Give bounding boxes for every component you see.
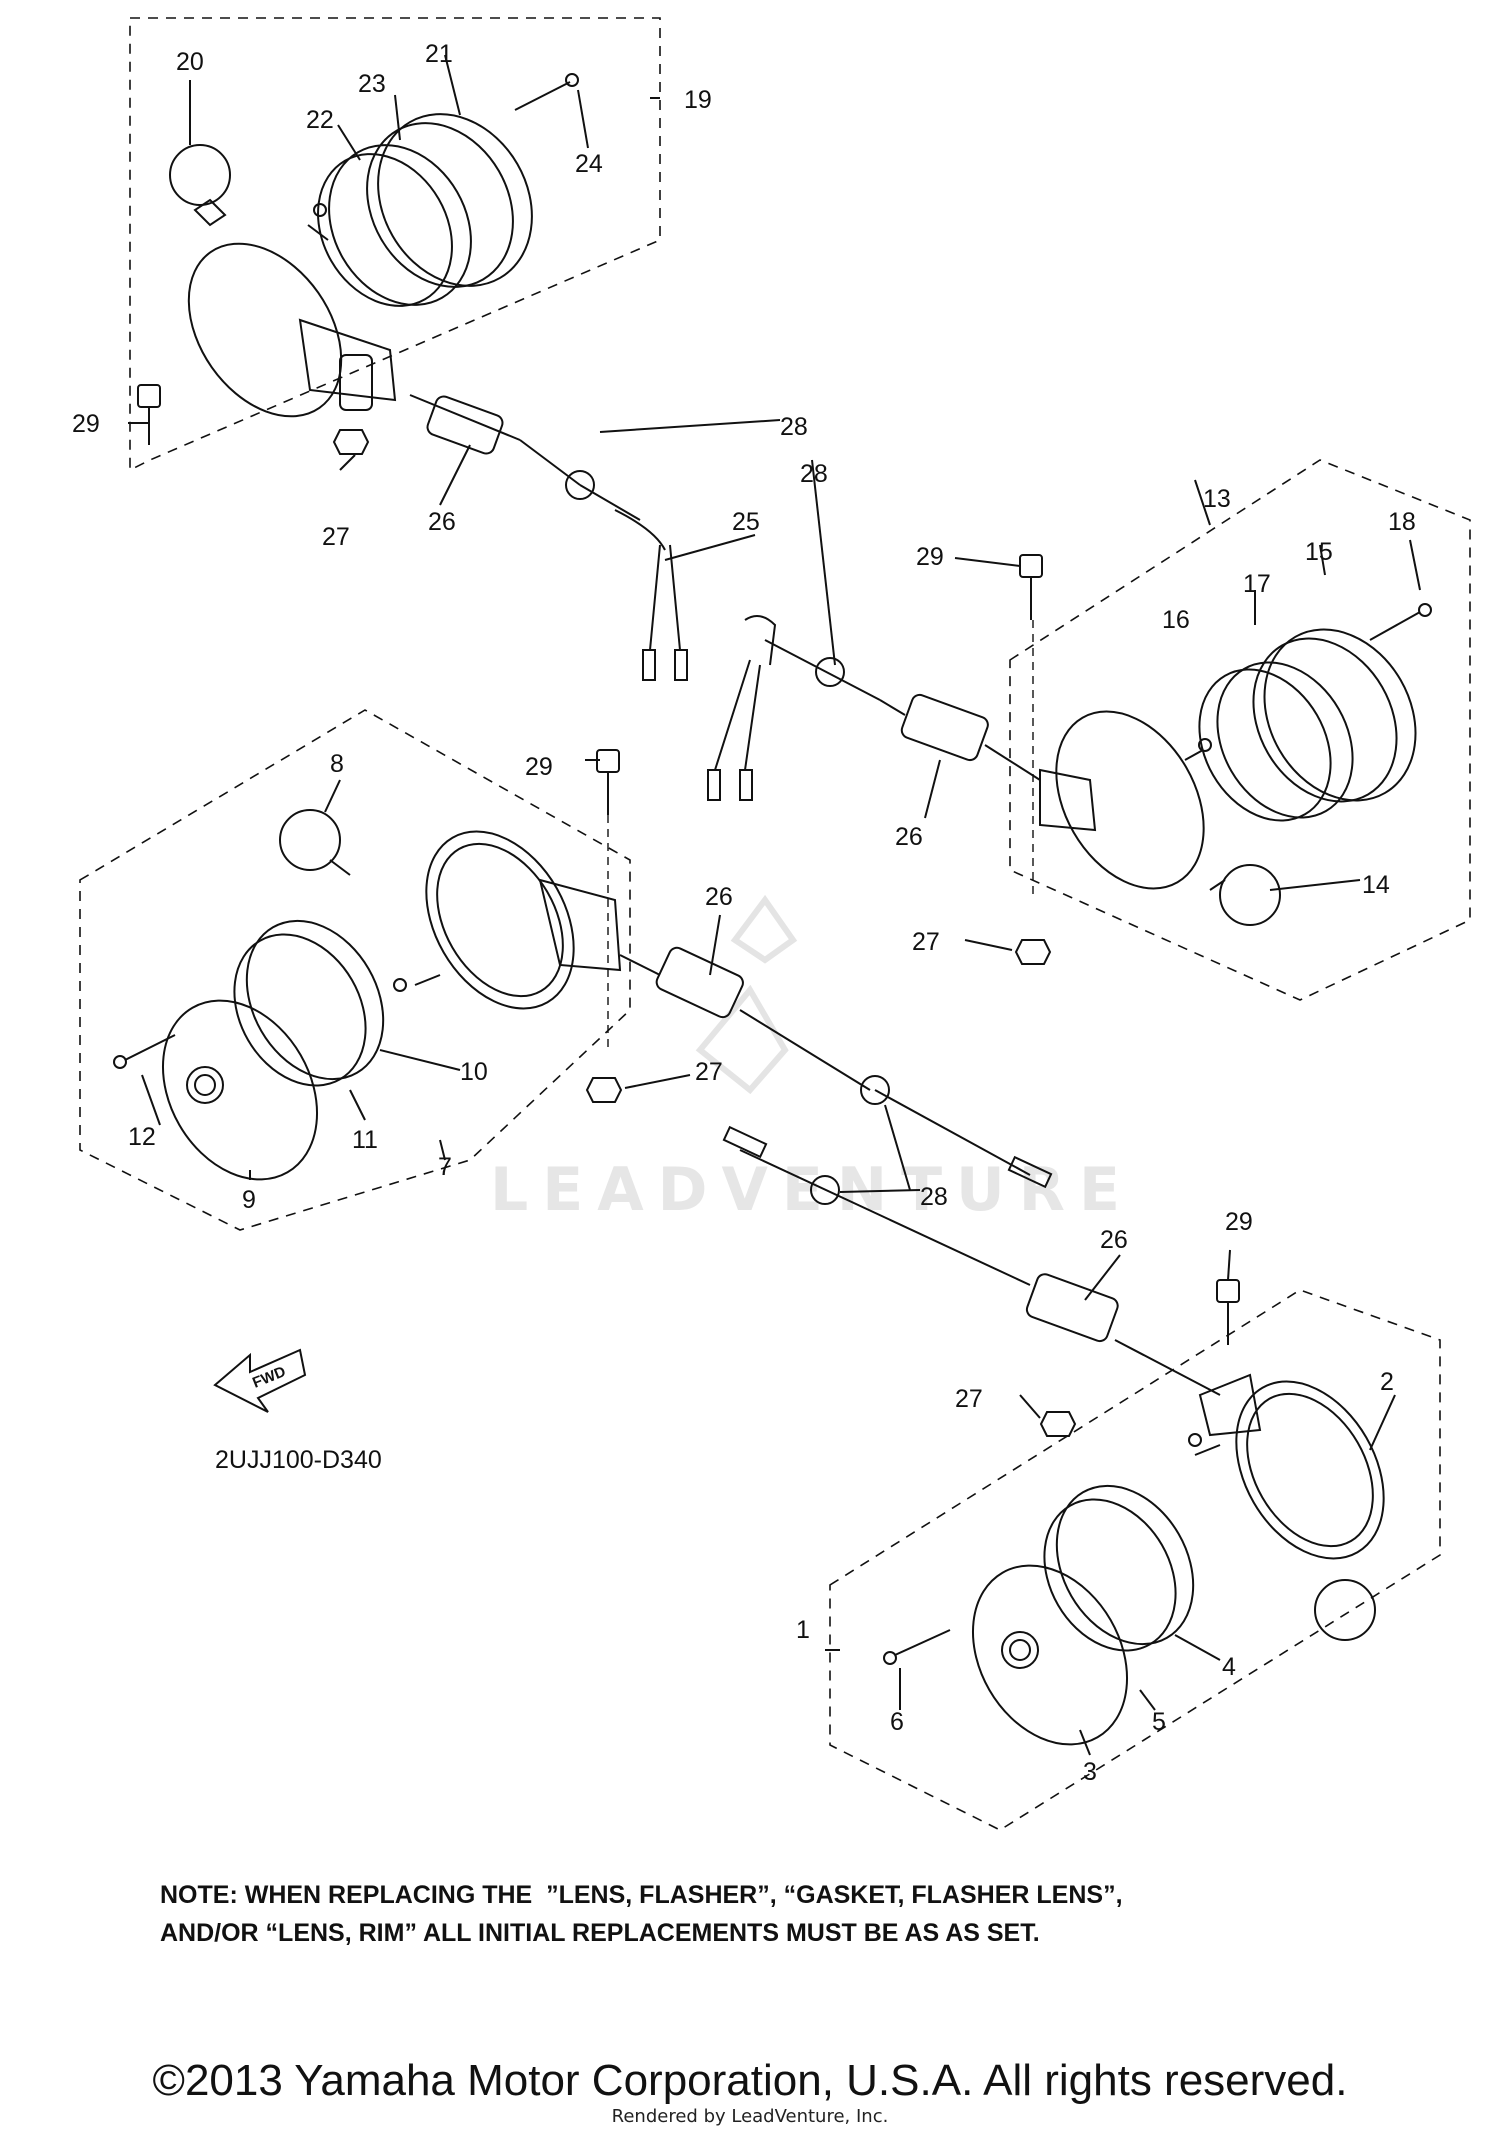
callout-27: 27	[912, 928, 940, 956]
callout-6: 6	[890, 1708, 904, 1736]
fwd-label: FWD	[250, 1363, 288, 1392]
callout-15: 15	[1305, 538, 1333, 566]
callout-28: 28	[780, 413, 808, 441]
callout-26: 26	[895, 823, 923, 851]
leadventure-watermark: LEADVENTURE	[490, 894, 1120, 1225]
callout-23: 23	[358, 70, 386, 98]
flasher-assembly-13	[707, 459, 1471, 1001]
callout-3: 3	[1083, 1758, 1097, 1786]
callout-2: 2	[1380, 1368, 1394, 1396]
diagram-code: 2UJJ100-D340	[215, 1446, 382, 1474]
callout-25: 25	[732, 508, 760, 536]
callout-26: 26	[1100, 1226, 1128, 1254]
callout-28: 28	[800, 460, 828, 488]
callout-8: 8	[330, 750, 344, 778]
callout-24: 24	[575, 150, 603, 178]
callout-9: 9	[242, 1186, 256, 1214]
replacement-note: NOTE: WHEN REPLACING THE ”LENS, FLASHER”…	[160, 1876, 1410, 1952]
callout-21: 21	[425, 40, 453, 68]
callout-labels: 1 2 3 4 5 6 7 8 9 10 11 12 13 14 15 16 1…	[72, 40, 1416, 1786]
callout-29: 29	[1225, 1208, 1253, 1236]
callout-19: 19	[684, 86, 712, 114]
callout-28: 28	[920, 1183, 948, 1211]
callout-27: 27	[955, 1385, 983, 1413]
callout-18: 18	[1388, 508, 1416, 536]
callout-26: 26	[705, 883, 733, 911]
callout-11: 11	[352, 1126, 378, 1154]
note-line-1: NOTE: WHEN REPLACING THE ”LENS, FLASHER”…	[160, 1881, 1123, 1909]
flasher-assembly-7	[79, 709, 1053, 1231]
callout-17: 17	[1243, 570, 1271, 598]
callout-27: 27	[322, 523, 350, 551]
callout-29: 29	[916, 543, 944, 571]
callout-7: 7	[438, 1153, 452, 1181]
copyright-notice: ©2013 Yamaha Motor Corporation, U.S.A. A…	[152, 2056, 1348, 2105]
callout-10: 10	[460, 1058, 488, 1086]
fwd-arrow-icon: FWD	[213, 1348, 307, 1413]
callout-12: 12	[128, 1123, 156, 1151]
callout-27: 27	[695, 1058, 723, 1086]
callout-1: 1	[796, 1616, 810, 1644]
callout-22: 22	[306, 106, 334, 134]
callout-29: 29	[525, 753, 553, 781]
callout-26: 26	[428, 508, 456, 536]
flasher-assembly-1	[722, 1125, 1441, 1831]
callout-5: 5	[1152, 1708, 1166, 1736]
callout-14: 14	[1362, 871, 1390, 899]
flasher-assembly-19	[128, 17, 781, 681]
rendered-by-credit: Rendered by LeadVenture, Inc.	[611, 2106, 889, 2127]
callout-16: 16	[1162, 606, 1190, 634]
note-line-2: AND/OR “LENS, RIM” ALL INITIAL REPLACEME…	[160, 1919, 1040, 1947]
callout-20: 20	[176, 48, 204, 76]
callout-4: 4	[1222, 1653, 1236, 1681]
callout-13: 13	[1203, 485, 1231, 513]
callout-29: 29	[72, 410, 100, 438]
